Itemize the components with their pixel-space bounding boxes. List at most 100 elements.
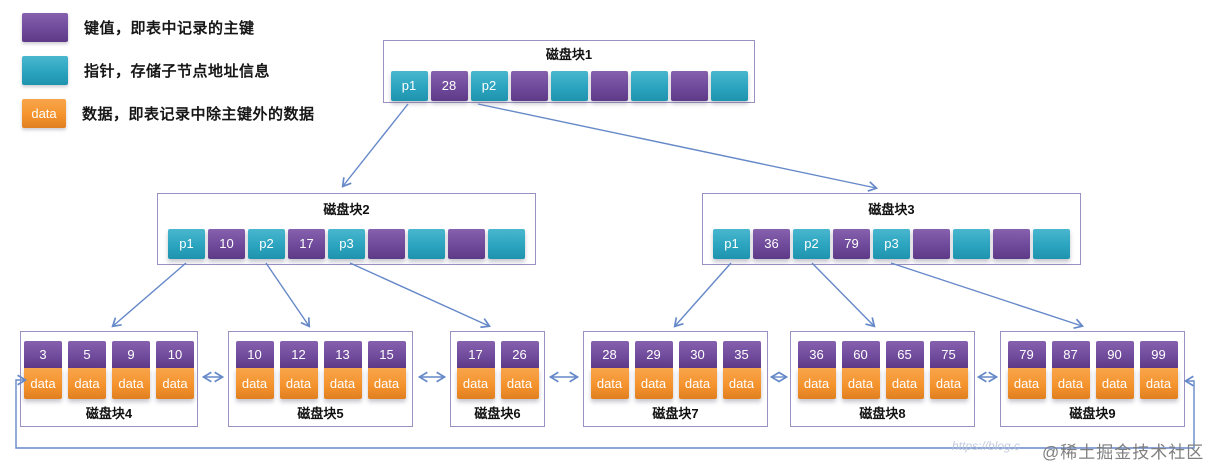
community-watermark: @稀土掘金技术社区	[1042, 443, 1205, 462]
key-swatch	[22, 12, 68, 42]
pointer-cell: p3	[328, 229, 365, 259]
pointer-cell: p2	[793, 229, 830, 259]
disk-block-9-title: 磁盘块9	[1069, 406, 1116, 421]
key-cell	[510, 71, 548, 101]
data-cell: data	[1007, 368, 1046, 399]
arrow-p2-to-block3	[477, 103, 879, 192]
data-cell: data	[929, 368, 968, 399]
data-cell: data	[722, 368, 761, 399]
key-cell	[913, 229, 950, 259]
data-cell: data	[590, 368, 629, 399]
data-cell: data	[24, 368, 62, 399]
pointer-cell: p1	[713, 229, 750, 259]
legend-label: 指针，存储子节点地址信息	[84, 62, 271, 80]
data-cell: data	[235, 368, 274, 399]
legend-label: 数据，即表记录中除主键外的数据	[82, 105, 315, 123]
key-cell: 26	[500, 341, 539, 368]
disk-block-4-title: 磁盘块4	[85, 406, 133, 421]
key-cell: 3	[24, 341, 62, 368]
legend-label: 键值，即表中记录的主键	[84, 19, 255, 37]
data-cell: data	[797, 368, 836, 399]
data-cell: data	[279, 368, 318, 399]
key-cell: 79	[833, 229, 870, 259]
pointer-cell: p1	[168, 229, 205, 259]
arrow-block3-p2-to-block8	[811, 262, 876, 328]
disk-block-8-title: 磁盘块8	[859, 406, 906, 421]
pointer-cell	[953, 229, 990, 259]
key-cell: 13	[323, 341, 362, 368]
key-cell: 90	[1095, 341, 1134, 368]
legend-item-key: 键值，即表中记录的主键	[22, 12, 315, 42]
pointer-cell: p2	[248, 229, 285, 259]
key-cell: 60	[841, 341, 880, 368]
key-cell: 10	[235, 341, 274, 368]
legend-item-pointer: 指针，存储子节点地址信息	[22, 55, 315, 85]
pointer-cell	[488, 229, 525, 259]
arrow-block3-p3-to-block9	[890, 262, 1085, 330]
data-cell: data	[500, 368, 539, 399]
data-cell: data	[678, 368, 717, 399]
pointer-cell: p3	[873, 229, 910, 259]
key-cell: 36	[797, 341, 836, 368]
key-cell	[368, 229, 405, 259]
key-cell: 30	[678, 341, 717, 368]
key-cell: 17	[456, 341, 495, 368]
key-cell	[993, 229, 1030, 259]
key-cell: 28	[430, 71, 468, 101]
arrow-block2-p1-to-block4	[111, 262, 187, 328]
data-cell: data	[367, 368, 406, 399]
key-cell: 9	[112, 341, 150, 368]
arrow-block2-p2-to-block5	[265, 262, 311, 328]
key-cell: 28	[590, 341, 629, 368]
key-cell: 12	[279, 341, 318, 368]
key-cell: 15	[367, 341, 406, 368]
pointer-cell: p2	[470, 71, 508, 101]
url-watermark: https://blog.c	[952, 439, 1021, 453]
pointer-cell	[550, 71, 588, 101]
pointer-cell	[1033, 229, 1070, 259]
disk-block-7-title: 磁盘块7	[652, 406, 699, 421]
disk-block-2-title: 磁盘块2	[323, 202, 370, 217]
pointer-cell	[630, 71, 668, 101]
key-cell: 35	[722, 341, 761, 368]
key-cell: 65	[885, 341, 924, 368]
data-cell: data	[1051, 368, 1090, 399]
legend: 键值，即表中记录的主键 指针，存储子节点地址信息 data 数据，即表记录中除主…	[22, 12, 315, 141]
key-cell	[448, 229, 485, 259]
key-cell: 5	[68, 341, 106, 368]
key-cell	[590, 71, 628, 101]
data-cell: data	[112, 368, 150, 399]
key-cell: 29	[634, 341, 673, 368]
disk-block-5-title: 磁盘块5	[297, 406, 344, 421]
data-cell: data	[156, 368, 194, 399]
key-cell: 36	[753, 229, 790, 259]
key-cell: 17	[288, 229, 325, 259]
